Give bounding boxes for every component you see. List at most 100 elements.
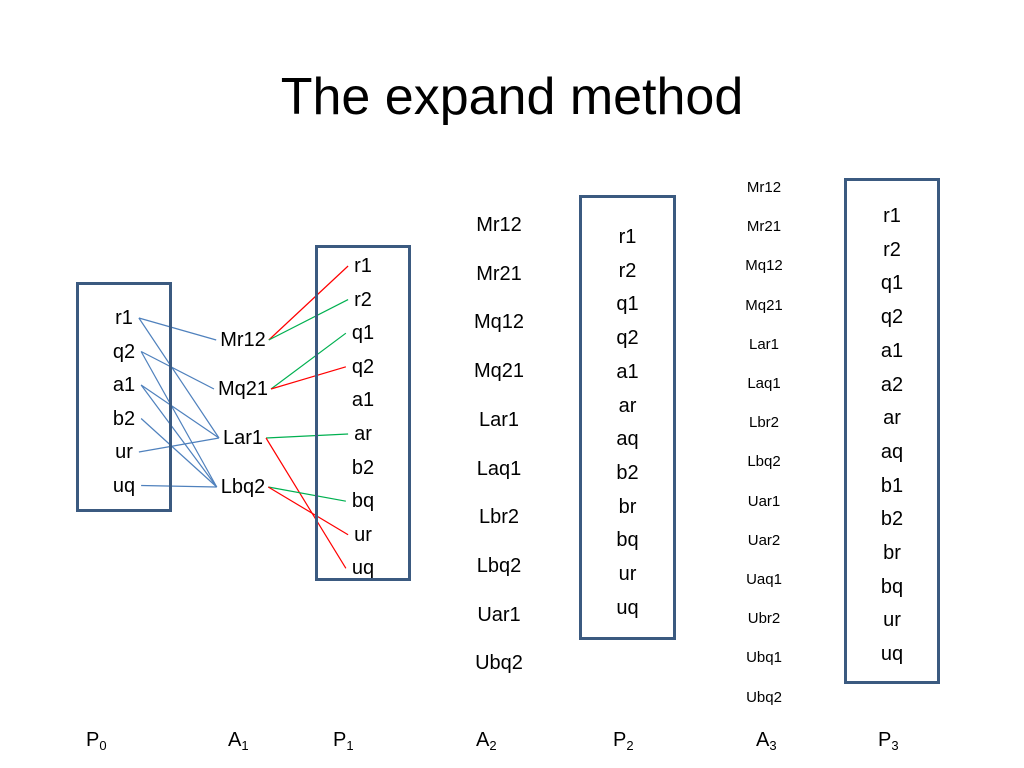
p0-item: r1	[115, 307, 133, 329]
a3-item: Lar1	[748, 335, 780, 353]
connector-line	[270, 332, 347, 390]
p3-item: q2	[880, 306, 904, 329]
p0-item: ur	[115, 441, 133, 463]
p1-item: b2	[351, 456, 375, 479]
p0-item: uq	[112, 474, 136, 497]
a3-item: Lbr2	[748, 414, 780, 432]
p0-box	[76, 282, 172, 512]
p2-item: a1	[616, 360, 639, 383]
column-label-subscript: 2	[626, 738, 634, 753]
connector-line	[140, 418, 218, 488]
a3-item: Ubr2	[747, 610, 781, 628]
a2-item: Ubq2	[475, 652, 523, 675]
p3-item: a1	[880, 339, 904, 362]
column-label: P2	[613, 728, 634, 752]
connector-line	[267, 486, 349, 536]
p2-item: uq	[616, 596, 639, 619]
p2-item: r2	[618, 259, 637, 282]
a2-item: Uar1	[477, 603, 521, 626]
a2-item: Lbr2	[478, 506, 520, 529]
p3-item: br	[883, 542, 901, 565]
p2-item: ur	[618, 563, 637, 586]
a3-item: Lbq2	[747, 453, 781, 471]
a1-item: Mr12	[220, 329, 266, 351]
column-label: A1	[228, 728, 249, 752]
column-label: P1	[333, 728, 354, 752]
p1-item: q1	[351, 322, 375, 345]
column-label-subscript: 3	[891, 738, 899, 753]
connector-line	[140, 384, 220, 439]
connector-line	[265, 437, 347, 569]
a3-item: Mr21	[746, 218, 782, 236]
p3-item: r1	[883, 205, 901, 227]
p0-item: b2	[112, 407, 136, 430]
column-label-base: P	[86, 729, 100, 751]
a3-item: Uaq1	[746, 571, 782, 589]
p2-item: b2	[616, 461, 639, 484]
p1-item: q2	[351, 355, 375, 378]
p1-item: ur	[354, 523, 372, 546]
a3-item: Ubq1	[746, 649, 782, 667]
a2-item: Mr12	[476, 214, 522, 236]
p2-item: aq	[616, 428, 639, 451]
a1-item: Mq21	[217, 378, 269, 400]
column-label-base: A	[756, 729, 770, 751]
connector-line	[141, 484, 217, 488]
a2-item: Mr21	[476, 262, 522, 285]
p3-box	[844, 178, 940, 684]
a2-item: Mq21	[473, 360, 525, 383]
column-label: P0	[86, 728, 107, 752]
p3-item: uq	[880, 643, 904, 666]
a3-item: Ubq2	[746, 688, 782, 706]
connector-line	[270, 366, 347, 390]
p0-item: q2	[112, 340, 136, 363]
p1-item: bq	[351, 490, 375, 513]
a1-p1-links	[265, 265, 349, 569]
a2-item: Lbq2	[476, 554, 522, 577]
p3-item: ur	[883, 609, 901, 632]
column-label: A2	[476, 728, 497, 752]
column-label-base: A	[228, 729, 242, 751]
p1-item: r2	[354, 288, 372, 311]
column-label-subscript: 1	[346, 738, 354, 753]
column-label-base: P	[333, 729, 347, 751]
p2-item: bq	[616, 529, 639, 552]
p0-list: r1 q2 a1 b2 ur uq	[76, 302, 172, 503]
column-label-subscript: 1	[241, 738, 249, 753]
a3-item: Mr12	[746, 179, 782, 196]
p2-item: br	[618, 495, 637, 518]
p0-item: a1	[112, 374, 136, 396]
p3-item: a2	[880, 373, 904, 396]
p3-item: b2	[880, 508, 904, 531]
column-label-base: P	[878, 729, 892, 751]
column-label-subscript: 2	[489, 738, 497, 753]
p2-item: q2	[616, 327, 639, 350]
connector-line	[140, 350, 215, 390]
column-label: P3	[878, 728, 899, 752]
a3-item: Laq1	[747, 375, 781, 393]
a1-item: Lar1	[222, 427, 264, 449]
connector-line	[265, 433, 349, 439]
a2-item: Laq1	[476, 457, 522, 480]
column-label: A3	[756, 728, 777, 752]
p3-item: ar	[883, 407, 901, 430]
connector-line	[138, 317, 217, 341]
column-label-base: A	[476, 729, 490, 751]
a1-item: Lbq2	[220, 476, 266, 498]
a3-item: Mq21	[745, 296, 783, 314]
a2-item: Lar1	[478, 408, 520, 431]
p3-item: r2	[883, 238, 901, 261]
p1-item: ar	[354, 422, 372, 445]
connector-line	[138, 437, 220, 453]
a3-item: Uar2	[747, 531, 781, 549]
p0-a1-links	[138, 317, 220, 488]
a3-item: Uar1	[747, 492, 781, 510]
p2-box	[579, 195, 676, 640]
p3-item: aq	[880, 440, 904, 463]
p1-item: a1	[351, 389, 375, 412]
p1-item: r1	[354, 255, 372, 277]
